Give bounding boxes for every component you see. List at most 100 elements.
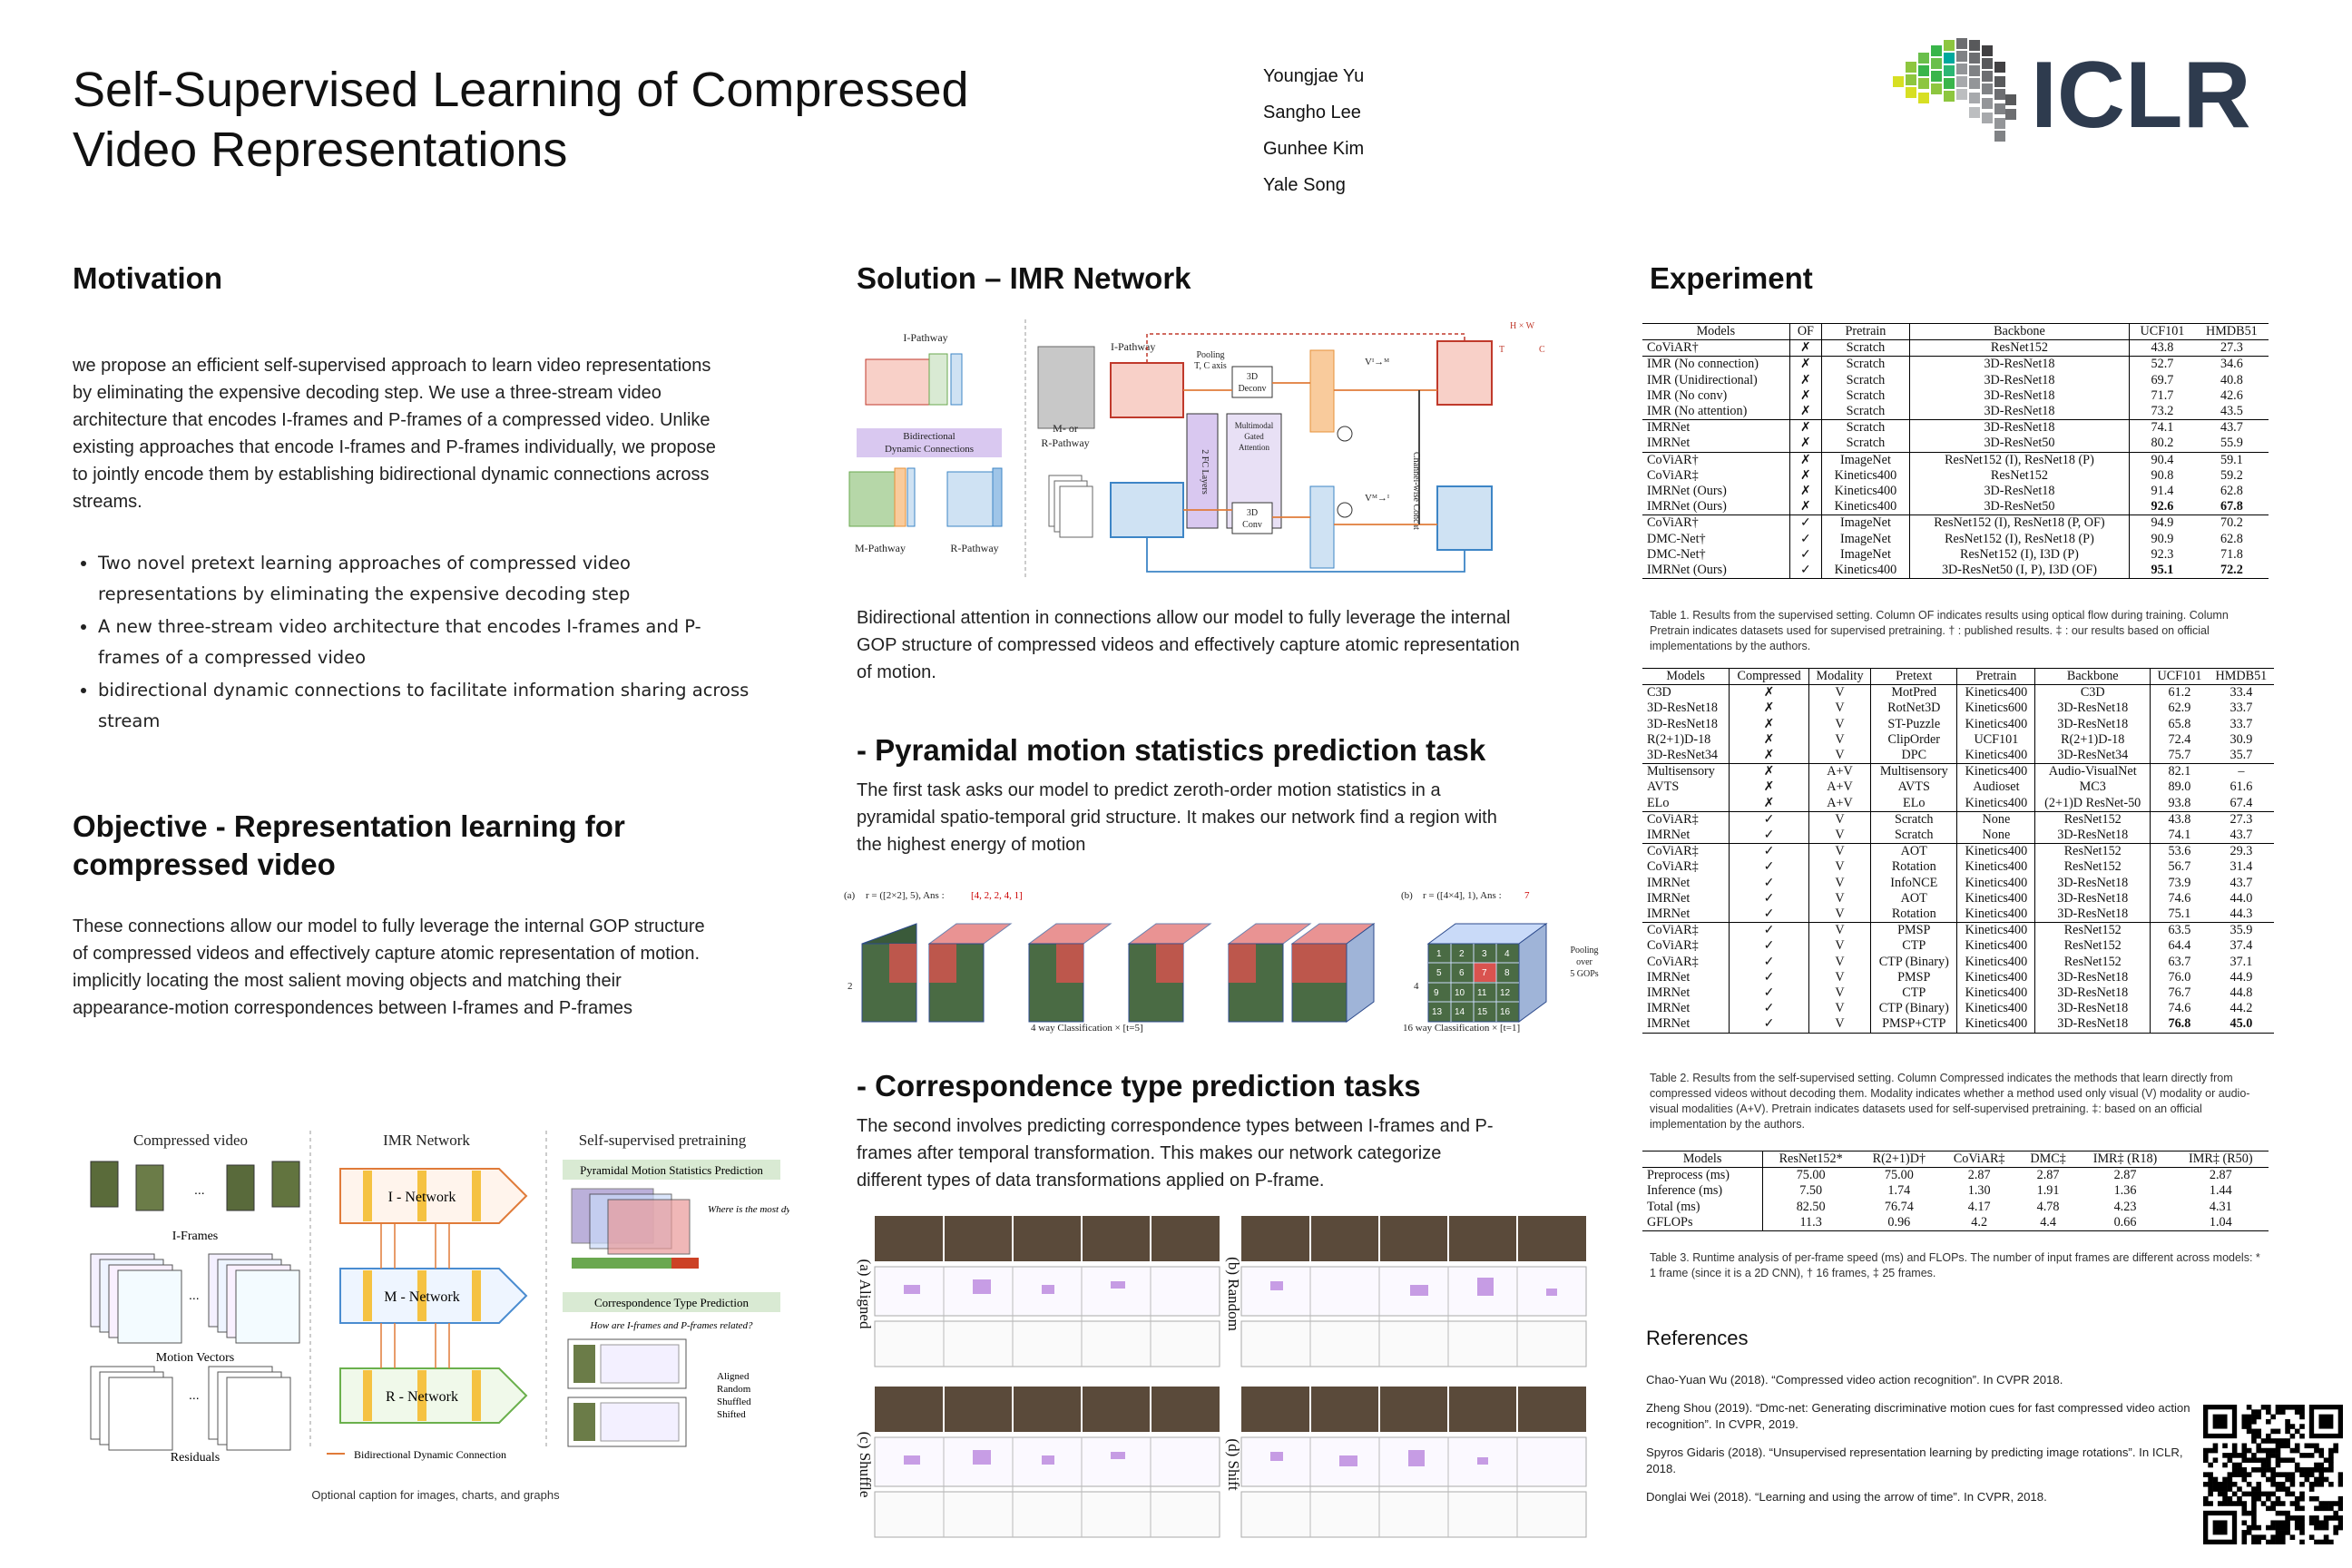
- table-cell: 3D-ResNet34: [1642, 748, 1730, 764]
- table-cell: IMR (No connection): [1642, 356, 1790, 373]
- table-cell: CTP: [1870, 985, 1958, 1002]
- table-cell: V: [1808, 938, 1872, 955]
- table-cell: 82.50: [1796, 1199, 1826, 1214]
- table-cell: 62.8: [2220, 531, 2243, 546]
- v-i-to-m: Vᴵ→ᴹ: [1365, 357, 1389, 368]
- label-motion-vectors: Motion Vectors: [156, 1351, 234, 1365]
- table-cell: 4.17: [1967, 1199, 1991, 1214]
- table-cell: ResNet152 (I), ResNet18 (P, OF): [1909, 514, 2131, 532]
- table-cell: Kinetics400: [1821, 467, 1910, 485]
- table-cell: ELo: [1642, 795, 1730, 812]
- table-cell: Scratch: [1821, 436, 1910, 453]
- table-cell: V: [1808, 716, 1872, 732]
- grid-cell: 2: [1459, 949, 1465, 959]
- panel-b-side: 4: [1414, 981, 1419, 992]
- table-cell: IMRNet: [1642, 1001, 1730, 1017]
- table-cell: AVTS: [1642, 779, 1730, 796]
- table-cell: ✓: [1789, 563, 1823, 580]
- table-cell: ✗: [1789, 419, 1823, 436]
- table-cell: Kinetics400: [1956, 906, 2036, 923]
- table-cell: DMC-Net†: [1642, 546, 1790, 564]
- motion-blobs: [904, 1278, 1557, 1466]
- label-shuffle: (c) Shuffle: [857, 1432, 874, 1498]
- m-network-label: M - Network: [384, 1289, 460, 1305]
- table-cell: 93.8: [2168, 795, 2191, 810]
- qr-code-icon[interactable]: [2203, 1405, 2343, 1544]
- table-cell: –: [2208, 763, 2274, 780]
- panel-a-spec: r = ([2×2], 5), Ans :: [866, 890, 945, 901]
- table-cell: ✗: [1789, 356, 1823, 373]
- table-cell: ImageNet: [1821, 451, 1910, 468]
- table-cell: ✗: [1789, 436, 1823, 453]
- table-cell: ResNet152: [2034, 922, 2151, 939]
- table-cell: 44.3: [2230, 906, 2253, 922]
- table-cell: IMRNet: [1642, 890, 1730, 907]
- table-cell: CoViAR†: [1642, 514, 1790, 532]
- corr-panel-c: [874, 1387, 1220, 1538]
- table-cell: 35.7: [2230, 748, 2253, 763]
- table-header-cell: Pretext: [1870, 667, 1958, 686]
- table-cell: Scratch: [1821, 339, 1910, 357]
- pmsp-cube-illustration: [571, 1188, 699, 1269]
- table-cell: ✗: [1789, 467, 1823, 485]
- grid-cell: 12: [1500, 988, 1511, 998]
- opt-aligned: Aligned: [717, 1371, 750, 1382]
- table-cell: 1.36: [2113, 1183, 2137, 1199]
- iclr-logo: ICLR: [1893, 38, 2251, 148]
- table-cell: Scratch: [1821, 356, 1910, 373]
- conv-label-2: Conv: [1242, 520, 1262, 530]
- table-cell: MotPred: [1870, 684, 1958, 701]
- table-cell: Kinetics400: [1956, 748, 2036, 764]
- grid-cell: 13: [1432, 1007, 1443, 1017]
- grid-cell: 3: [1482, 949, 1487, 959]
- table-cell: ELo: [1870, 795, 1958, 812]
- table-cell: Audioset: [1956, 779, 2036, 796]
- architecture-figure: I-Pathway Bidirectional Dynamic Connecti…: [838, 314, 1564, 586]
- col-compressed-video: Compressed video: [133, 1132, 248, 1149]
- table-cell: ✓: [1729, 859, 1809, 876]
- table-cell: 43.7: [2194, 419, 2269, 436]
- table-cell: 62.9: [2168, 701, 2191, 716]
- table-cell: 45.0: [2208, 1016, 2274, 1034]
- table-cell: 1.74: [1887, 1183, 1911, 1199]
- table-cell: V: [1808, 906, 1872, 923]
- grid-cell: 10: [1455, 988, 1465, 998]
- table-cell: DPC: [1870, 748, 1958, 764]
- table-header-cell: Backbone: [1909, 322, 2131, 341]
- table-cell: IMRNet: [1642, 969, 1730, 986]
- table-cell: CoViAR‡: [1642, 810, 1730, 828]
- grid-cell: 16: [1500, 1007, 1511, 1017]
- table-cell: 43.7: [2230, 875, 2253, 890]
- table-header-cell: Models: [1642, 1150, 1764, 1169]
- table-cell: Total (ms): [1642, 1199, 1764, 1215]
- table-cell: 3D-ResNet18: [2034, 985, 2151, 1002]
- reference-item: Chao-Yuan Wu (2018). “Compressed video a…: [1646, 1373, 2063, 1387]
- table-cell: ✓: [1789, 514, 1823, 532]
- table-cell: Kinetics400: [1956, 985, 2036, 1002]
- author: Youngjae Yu: [1263, 66, 1365, 86]
- table-cell: Kinetics400: [1956, 1001, 2036, 1017]
- table-cell: 76.74: [1884, 1199, 1914, 1214]
- table-cell: 3D-ResNet18: [2034, 701, 2151, 717]
- bullet-item: A new three-stream video architecture th…: [98, 612, 751, 673]
- table-cell: IMRNet: [1642, 828, 1730, 844]
- table-header-cell: Models: [1642, 667, 1730, 686]
- table-cell: ✓: [1729, 843, 1809, 860]
- table-cell: ✓: [1789, 531, 1823, 547]
- grid-cell: 4: [1504, 949, 1510, 959]
- table-cell: Scratch: [1821, 419, 1910, 436]
- table-cell: 3D-ResNet50: [1909, 436, 2131, 453]
- author: Sangho Lee: [1263, 103, 1361, 122]
- p-frame-stack: [1048, 475, 1093, 538]
- table-cell: IMRNet: [1642, 875, 1730, 891]
